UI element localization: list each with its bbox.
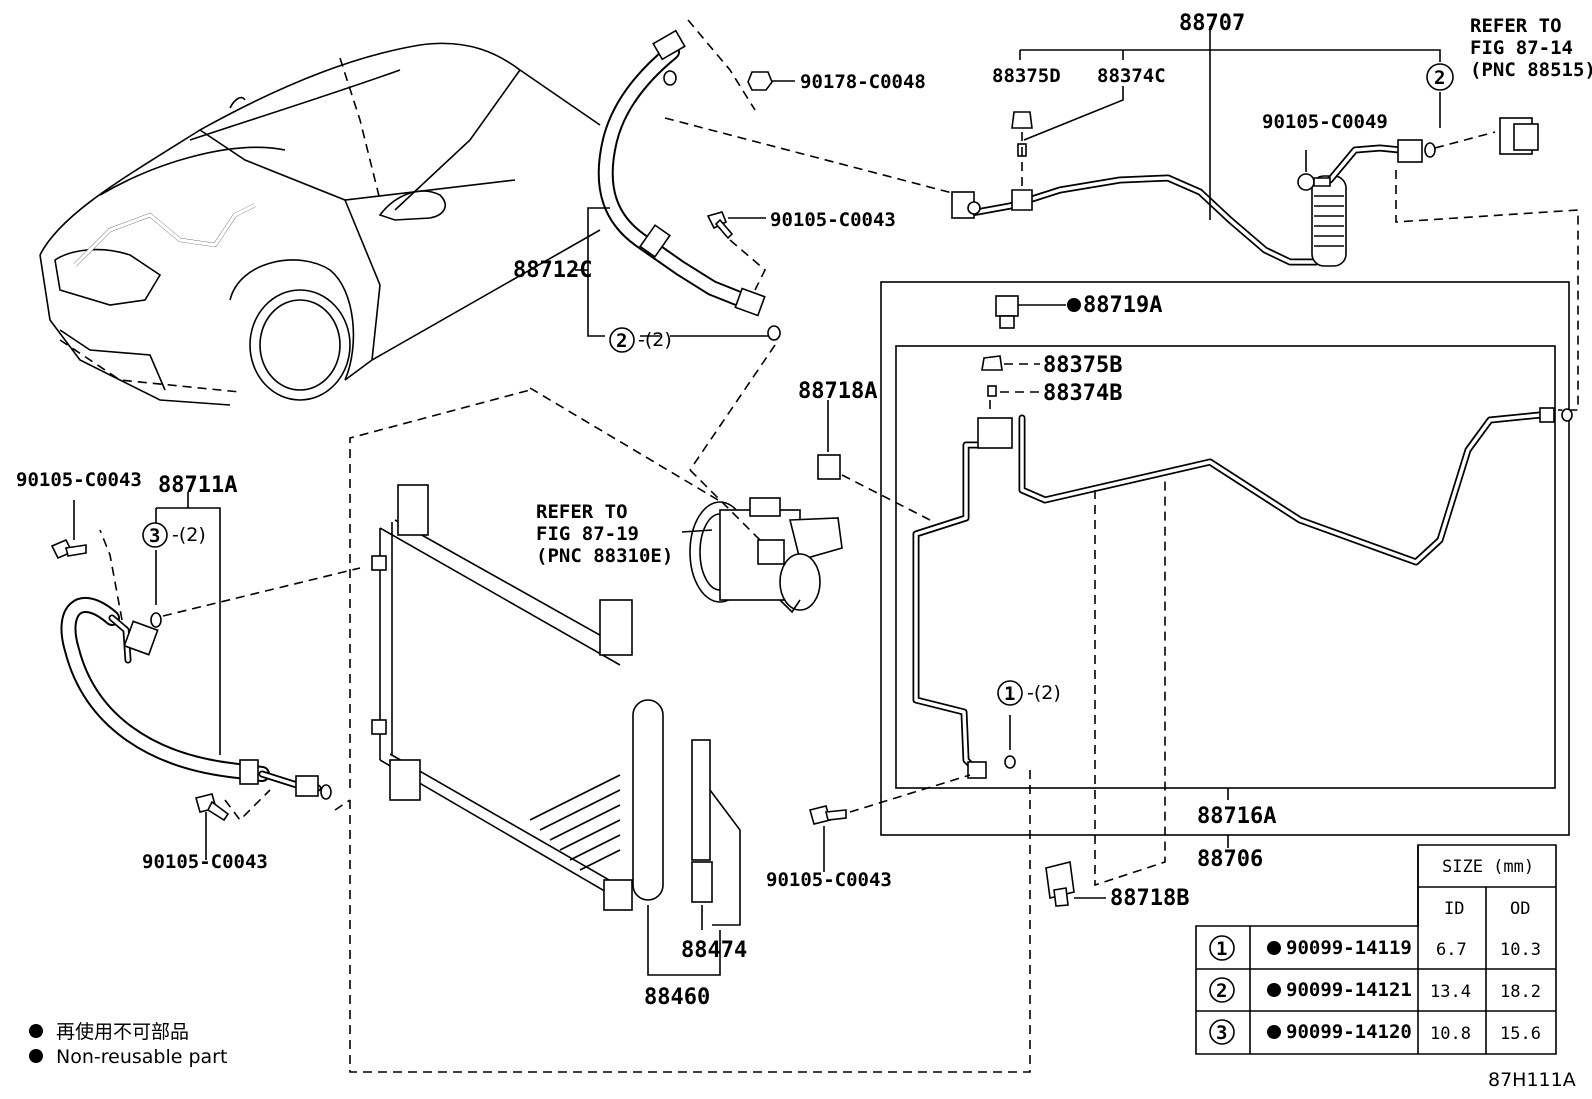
label-88375b: 88375B (1043, 353, 1122, 378)
circle-ref-3: 3 (149, 525, 160, 547)
label-88718a: 88718A (798, 379, 877, 404)
label-90105-c0043-left-bottom: 90105-C0043 (142, 851, 268, 873)
nut-90178-c0048 (747, 71, 795, 91)
cap-88375d (1011, 111, 1033, 211)
label-88712c: 88712C (513, 258, 592, 283)
table-row: 1 90099-14119 6.7 10.3 (1209, 935, 1541, 961)
svg-text:90099-14120: 90099-14120 (1286, 1021, 1412, 1043)
svg-text:6.7: 6.7 (1436, 940, 1467, 960)
bolt-90105-c0043-center (809, 774, 971, 872)
label-88707: 88707 (1179, 11, 1245, 36)
label-90105-c0049: 90105-C0049 (1262, 111, 1388, 133)
ref-87-19-line2: FIG 87-19 (536, 523, 639, 545)
table-row: 2 90099-14121 13.4 18.2 (1209, 977, 1541, 1003)
pipe-assembly-box (880, 281, 1573, 887)
vehicle-illustration (39, 42, 601, 406)
table-row: 3 90099-14120 10.8 15.6 (1209, 1019, 1541, 1045)
bolt-90105-c0049 (1297, 150, 1331, 191)
legend-text-jp: 再使用不可部品 (56, 1021, 189, 1043)
circle-ref-1: 1 (1004, 683, 1015, 705)
qty-ref-1: -(2) (1027, 682, 1061, 704)
discharge-hose-88712c (575, 19, 961, 471)
ref-87-14-line2: FIG 87-14 (1470, 37, 1573, 59)
label-88716a: 88716A (1197, 804, 1276, 829)
table-header-od: OD (1510, 899, 1530, 919)
bolt-90105-c0043-left-bottom (195, 793, 230, 860)
svg-text:10.8: 10.8 (1430, 1024, 1471, 1044)
svg-text:13.4: 13.4 (1430, 982, 1471, 1002)
label-88474: 88474 (681, 938, 747, 963)
clamp-88718a (817, 400, 931, 521)
pressure-switch-88719a (995, 295, 1081, 329)
legend-text-en: Non-reusable part (56, 1046, 227, 1068)
label-88460: 88460 (644, 985, 710, 1010)
size-table: SIZE (mm) ID OD 1 90099-14119 6.7 10.3 2… (1195, 844, 1557, 1055)
label-88374b: 88374B (1043, 381, 1122, 406)
legend: 再使用不可部品 Non-reusable part (29, 1021, 227, 1068)
label-88718b: 88718B (1110, 886, 1189, 911)
label-90178-c0048: 90178-C0048 (800, 71, 926, 93)
bolt-90105-c0043-left-top (50, 538, 87, 560)
label-90105-c0043-center: 90105-C0043 (766, 869, 892, 891)
label-88719a: 88719A (1083, 293, 1162, 318)
label-88711a: 88711A (158, 473, 237, 498)
svg-text:3: 3 (1216, 1022, 1227, 1044)
label-90105-c0043-left-top: 90105-C0043 (16, 469, 142, 491)
part-labels: 88707 88375D 88374C 90178-C0048 90105-C0… (16, 11, 1592, 1010)
condenser-88460 (349, 389, 1031, 1073)
diagram-code: 87H111A (1488, 1069, 1576, 1091)
svg-text:90099-14119: 90099-14119 (1286, 937, 1412, 959)
svg-text:18.2: 18.2 (1500, 982, 1541, 1002)
clamp-88718b (1045, 861, 1106, 907)
pipe-88707 (951, 26, 1579, 411)
svg-text:15.6: 15.6 (1500, 1024, 1541, 1044)
label-88374c: 88374C (1097, 65, 1166, 87)
table-title: SIZE (mm) (1442, 857, 1534, 877)
cap-88375b (981, 355, 1040, 412)
svg-text:1: 1 (1216, 938, 1227, 960)
label-90105-c0043-top: 90105-C0043 (770, 209, 896, 231)
label-88375d: 88375D (992, 65, 1061, 87)
ref-87-19-line3: (PNC 88310E) (536, 545, 673, 567)
circle-references: 2 -(2) 2 3 -(2) 1 -(2) (142, 63, 1454, 706)
svg-text:90099-14121: 90099-14121 (1286, 979, 1412, 1001)
svg-text:10.3: 10.3 (1500, 940, 1541, 960)
circle-ref-2-top: 2 (616, 330, 627, 352)
ref-87-14-line1: REFER TO (1470, 15, 1562, 37)
ref-87-19-line1: REFER TO (536, 501, 628, 523)
ref-87-14-line3: (PNC 88515) (1470, 59, 1592, 81)
qty-ref-2: -(2) (638, 329, 672, 351)
compressor (529, 387, 843, 614)
svg-text:2: 2 (1216, 980, 1227, 1002)
bolt-90105-c0043-top (706, 211, 766, 240)
label-88706: 88706 (1197, 847, 1263, 872)
suction-hose-88711a (60, 492, 361, 822)
filter-88474 (691, 739, 741, 930)
qty-ref-3: -(2) (172, 524, 206, 546)
table-header-id: ID (1444, 899, 1464, 919)
circle-ref-2-right: 2 (1434, 67, 1445, 89)
